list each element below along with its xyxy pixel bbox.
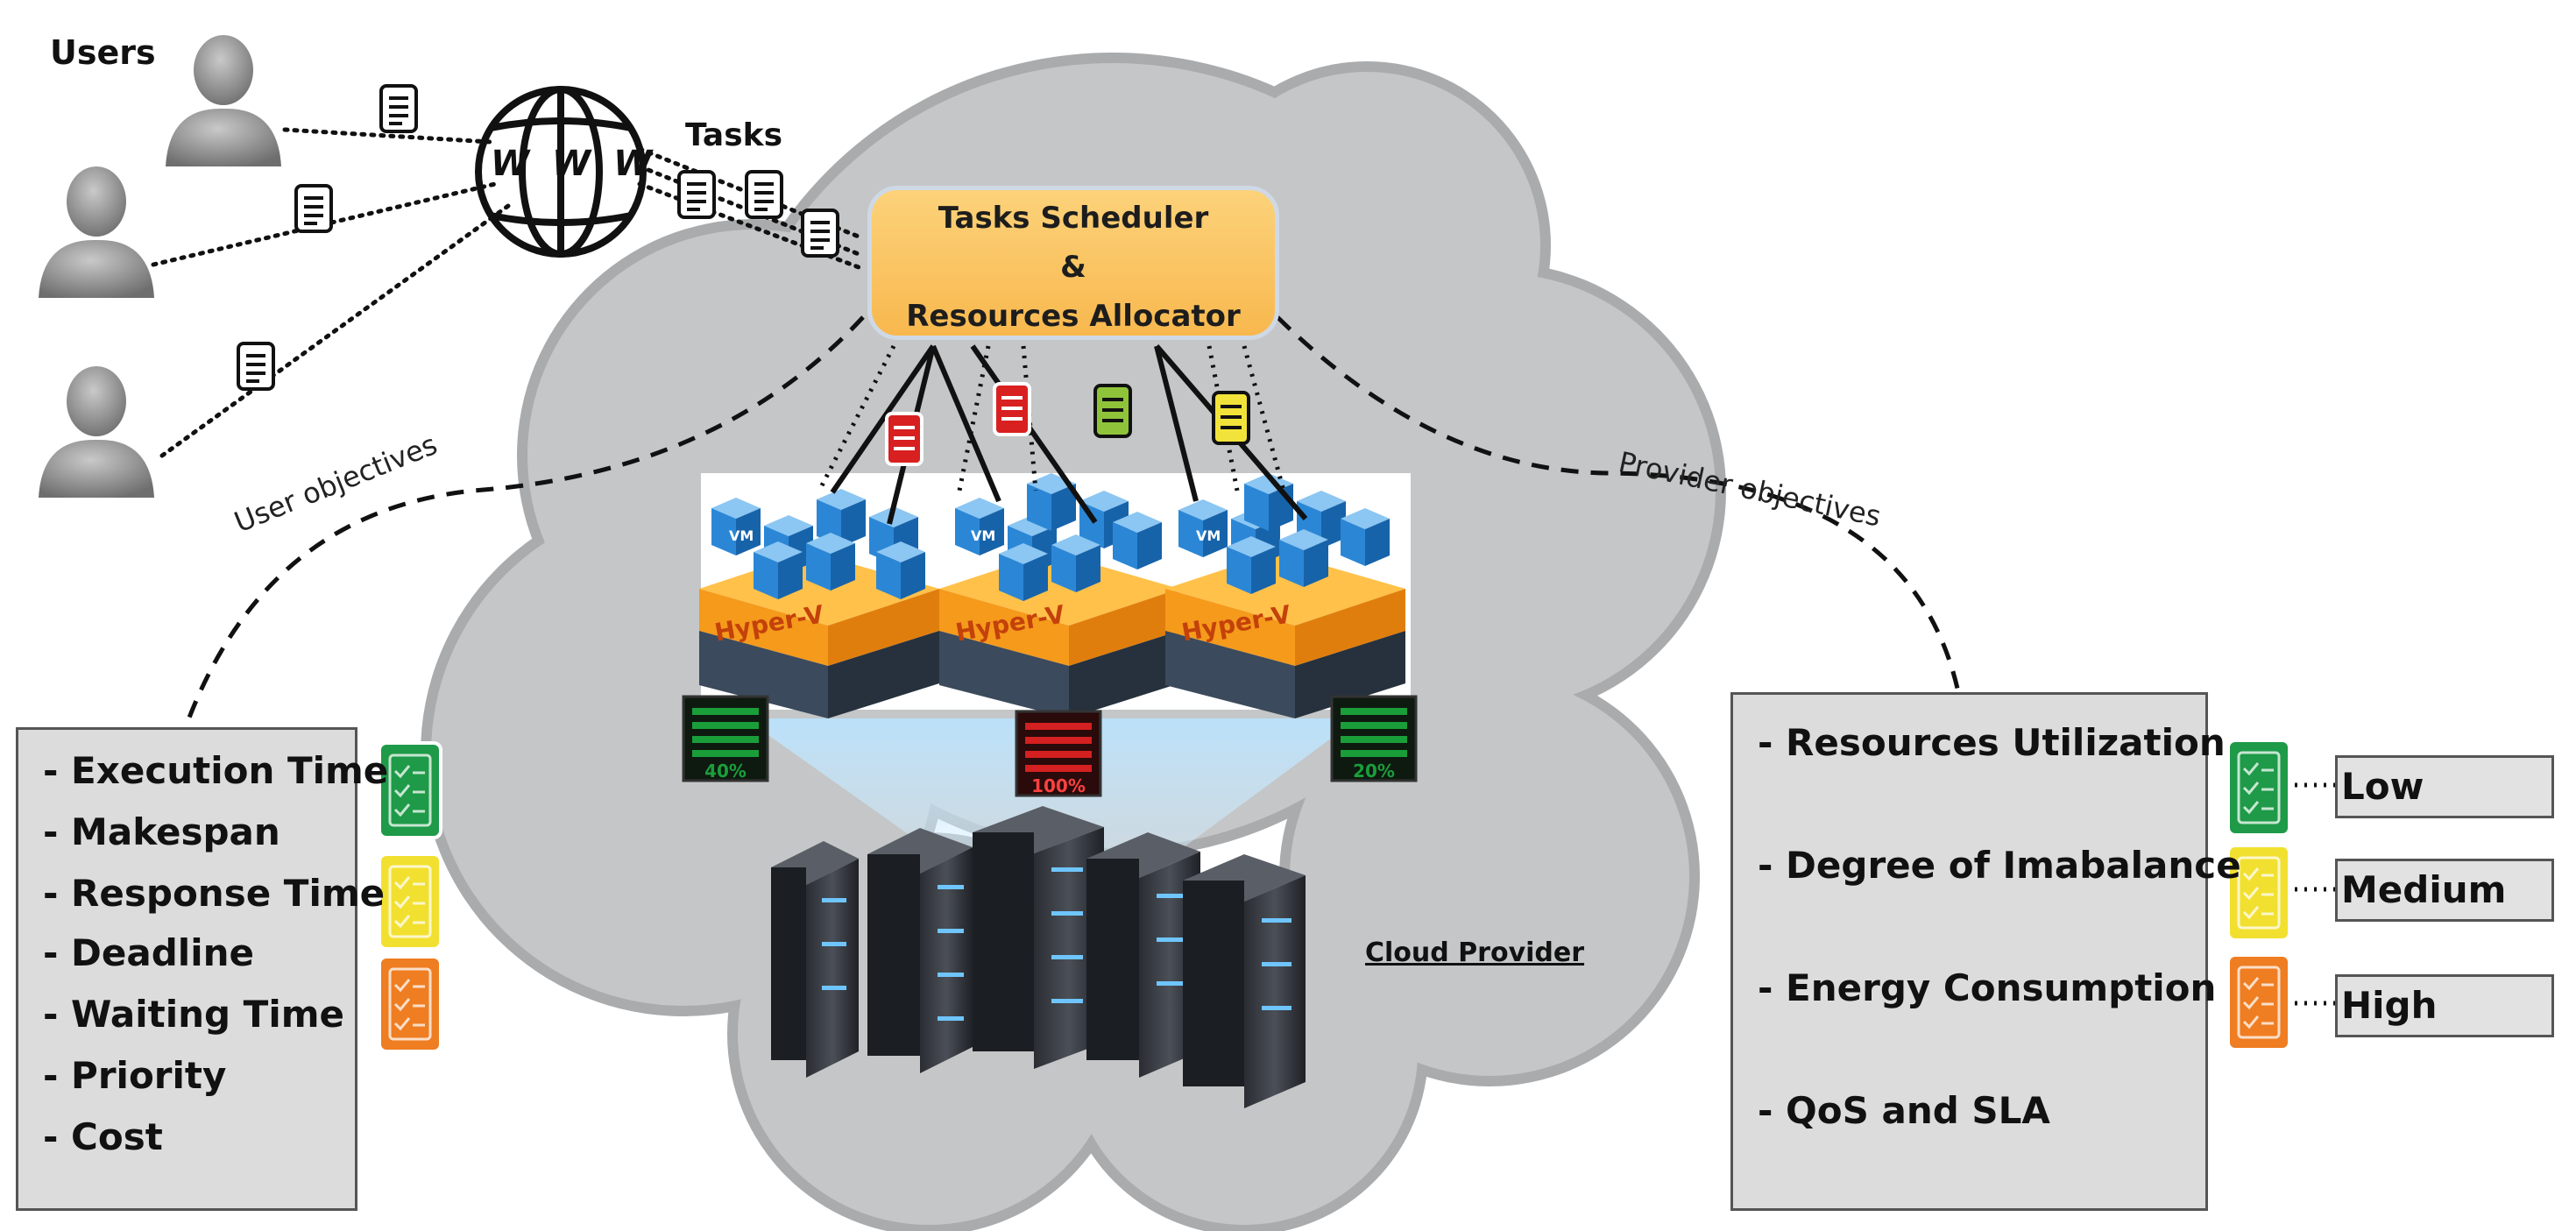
user-icon-3: [39, 366, 154, 498]
user-icon-2: [39, 166, 154, 298]
user-icon-1: [166, 35, 281, 166]
user-objective-2: - Makespan: [43, 810, 280, 853]
tasks-scheduler-box: Tasks Scheduler & Resources Allocator: [867, 186, 1279, 340]
server-rack-icon: [771, 806, 1306, 1108]
tasks-label: Tasks: [685, 117, 783, 153]
checklist-icon-orange-left: [378, 955, 442, 1053]
provider-objectives-box: - Resources Utilization - Degree of Imab…: [1730, 692, 2241, 1211]
load-label-2: 100%: [1031, 775, 1086, 796]
vm-label-2: VM: [971, 527, 996, 544]
task-doc-2: [294, 184, 333, 233]
task-doc-red-1: [885, 412, 924, 466]
level-medium-box: Medium: [2335, 859, 2554, 922]
checklist-icon-orange-right: [2226, 953, 2291, 1051]
task-doc-4: [677, 170, 716, 219]
level-high-box: High: [2335, 974, 2554, 1037]
task-doc-6: [801, 209, 839, 258]
allocation-dotted-lines: [817, 344, 1286, 492]
checklist-icon-green-left: [378, 741, 442, 839]
load-meter-3: [1330, 695, 1418, 782]
users-label: Users: [50, 33, 156, 72]
task-doc-green: [1093, 384, 1132, 438]
load-meter-2: [1015, 710, 1102, 797]
checklist-icon-green-right: [2226, 739, 2291, 837]
scheduler-line-2: &: [1060, 250, 1086, 285]
user-objective-6: - Priority: [43, 1054, 227, 1097]
provider-objective-1: - Resources Utilization: [1758, 721, 2226, 764]
scheduler-line-3: Resources Allocator: [906, 299, 1241, 334]
task-doc-5: [745, 170, 783, 219]
user-objective-5: - Waiting Time: [43, 993, 344, 1036]
globe-icon: [475, 86, 647, 258]
load-meter-1: [682, 695, 769, 782]
task-doc-red-2: [993, 382, 1031, 436]
level-low-box: Low: [2335, 755, 2554, 818]
task-doc-1: [379, 84, 418, 133]
provider-objective-4: - QoS and SLA: [1758, 1089, 2050, 1132]
objective-curves: [181, 315, 1961, 732]
user-objective-3: - Response Time: [43, 872, 386, 915]
host-rack-3: [1165, 552, 1405, 718]
user-objective-4: - Deadline: [43, 931, 254, 974]
cloud-provider-label: Cloud Provider: [1365, 937, 1585, 968]
www-label: W W W: [491, 144, 658, 184]
user-objective-7: - Cost: [43, 1115, 163, 1158]
vm-label-3: VM: [1196, 527, 1221, 544]
scheduler-line-1: Tasks Scheduler: [938, 201, 1209, 236]
provider-objective-2: - Degree of Imabalance: [1758, 844, 2241, 887]
task-doc-yellow: [1212, 391, 1250, 445]
load-label-1: 40%: [704, 761, 747, 782]
user-objective-1: - Execution Time: [43, 749, 389, 792]
vm-label-1: VM: [729, 527, 754, 544]
checklist-icon-yellow-left: [378, 853, 442, 951]
task-doc-3: [237, 342, 275, 391]
provider-objective-3: - Energy Consumption: [1758, 966, 2217, 1009]
user-objectives-box: - Execution Time - Makespan - Response T…: [16, 727, 388, 1211]
load-label-3: 20%: [1353, 761, 1395, 782]
level-connectors: [2285, 782, 2338, 1006]
